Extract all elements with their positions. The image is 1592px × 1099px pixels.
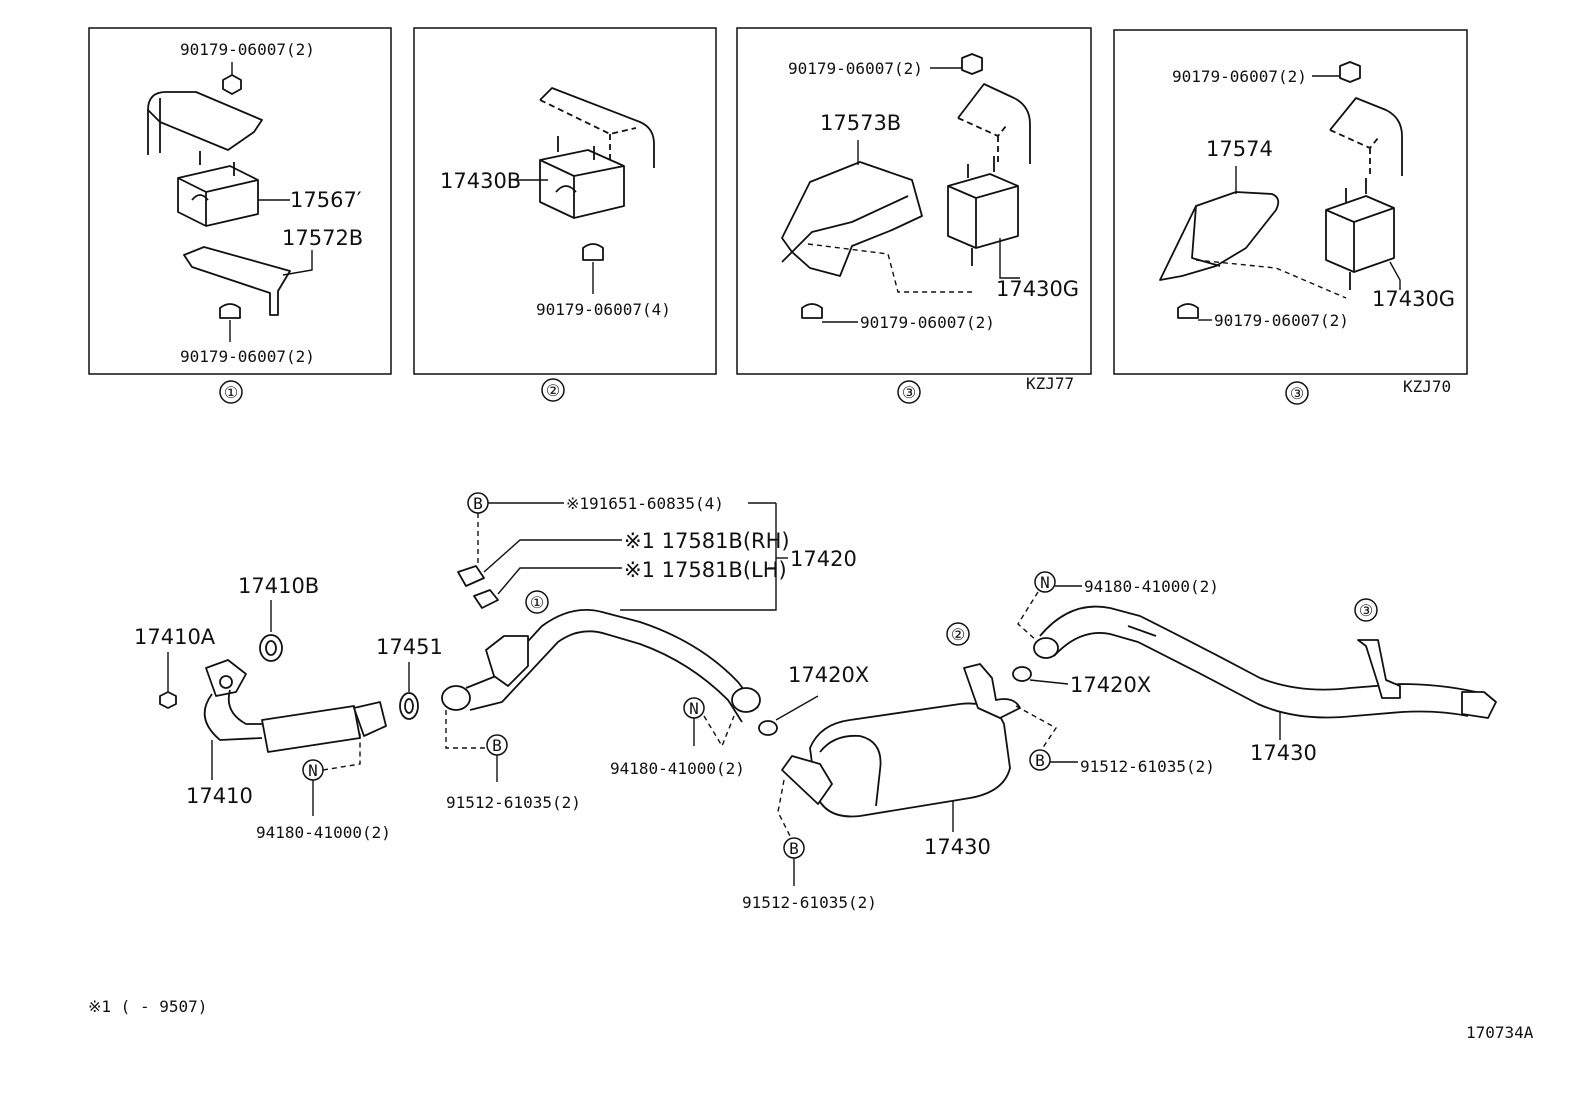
gasket-ring-icon	[758, 720, 778, 736]
exhaust-pipe-label: 17410	[186, 784, 253, 808]
panel-2-mount-label: 17430B	[440, 169, 521, 193]
nut-right-label: 94180-41000(2)	[1084, 577, 1219, 596]
flex-pipe	[261, 705, 361, 753]
sensor-rh-label: ※1 17581B(RH)	[624, 529, 790, 553]
muffler	[809, 702, 1011, 818]
bolt-front-label: 91512-61035(2)	[446, 793, 581, 812]
hex-nut-icon	[961, 53, 983, 75]
panel-2-nut-bottom-label: 90179-06007(4)	[536, 300, 671, 319]
footnote: ※1 ( - 9507)	[88, 997, 207, 1016]
panel-3b-variant-label: KZJ70	[1403, 377, 1451, 396]
panel-3b-index-marker: ③	[1290, 384, 1304, 403]
pipe-flange	[205, 659, 247, 697]
front-pipe-inlet	[441, 685, 471, 711]
panel-3a-index-marker: ③	[902, 383, 916, 402]
heat-shield-bracket	[1159, 191, 1280, 281]
gasket-center-label: 17420X	[788, 663, 869, 687]
engine-mount	[1325, 195, 1395, 273]
panel-3b-bracket-label: 17574	[1206, 137, 1273, 161]
nut-symbol-icon: N	[1040, 573, 1050, 592]
heat-shield-bracket	[781, 161, 923, 277]
tail-pipe-tip	[1461, 691, 1497, 719]
muffler-label: 17430	[924, 835, 991, 859]
panel-3a-variant-label: KZJ77	[1026, 374, 1074, 393]
hex-nut-icon	[1339, 61, 1361, 83]
hex-nut-icon	[222, 74, 242, 95]
nut-symbol-icon: N	[308, 761, 318, 780]
stud-17410a-label: 17410A	[134, 625, 216, 649]
panel-3-kzj70: 90179-06007(2) 17574 17430G 90179-06007(…	[1113, 29, 1468, 405]
panel-1-mount-label: 17567′	[290, 188, 362, 212]
panel-3a-nut-bottom-label: 90179-06007(2)	[860, 313, 995, 332]
bolt-muffler-left-label: 91512-61035(2)	[742, 893, 877, 912]
flange-nut-icon	[1177, 303, 1199, 319]
panel-3a-bracket-label: 17573B	[820, 111, 901, 135]
bolt-muffler-right-label: 91512-61035(2)	[1080, 757, 1215, 776]
panel-1: 90179-06007(2) 17567′ 17572B 90179-06007…	[88, 27, 392, 404]
frame-bracket	[539, 87, 655, 168]
oxygen-sensor-rh	[457, 565, 485, 587]
panel-3b-nut-top-label: 90179-06007(2)	[1172, 67, 1307, 86]
gasket-ring-icon	[259, 634, 283, 662]
engine-mount	[947, 173, 1019, 249]
gasket-17410b-label: 17410B	[238, 574, 319, 598]
muffler-hanger	[963, 663, 1021, 719]
nut-center-label: 94180-41000(2)	[610, 759, 745, 778]
pipe-hanger	[485, 635, 529, 687]
sensor-lh-label: ※1 17581B(LH)	[624, 558, 787, 582]
panel-1-bracket-label: 17572B	[282, 226, 363, 250]
gasket-ring-icon	[1012, 666, 1032, 682]
panel-1-nut-bottom-label: 90179-06007(2)	[180, 347, 315, 366]
flange-nut-icon	[219, 303, 241, 319]
lower-bracket	[183, 246, 291, 316]
engine-mount	[177, 165, 259, 227]
panel-1-index-marker: ①	[224, 383, 238, 402]
bolt-symbol-icon: B	[473, 494, 483, 513]
flange-nut-icon	[582, 243, 604, 261]
panel-3a-nut-top-label: 90179-06007(2)	[788, 59, 923, 78]
bolt-symbol-icon: B	[789, 839, 799, 858]
ref-2-marker: ②	[951, 625, 965, 644]
tail-pipe-label: 17430	[1250, 741, 1317, 765]
bolt-symbol-icon: B	[492, 736, 502, 755]
tail-pipe-hanger	[1357, 639, 1401, 699]
diagram-code: 170734A	[1466, 1023, 1534, 1042]
front-pipe-outlet	[731, 687, 761, 713]
panel-1-nut-top-label: 90179-06007(2)	[180, 40, 315, 59]
pipe-end-flange	[353, 701, 387, 737]
panel-3a-mount-label: 17430G	[996, 277, 1079, 301]
front-pipe	[465, 609, 759, 723]
frame-bracket	[1329, 97, 1403, 176]
frame-bracket	[957, 83, 1031, 164]
gasket-right-label: 17420X	[1070, 673, 1151, 697]
tail-pipe	[1039, 605, 1477, 719]
panel-3-kzj77: 90179-06007(2) 17573B 17430G 90179-06007…	[736, 27, 1092, 404]
tail-pipe-inlet	[1033, 637, 1059, 659]
gasket-17451-label: 17451	[376, 635, 443, 659]
ref-1-marker: ①	[530, 593, 544, 612]
engine-mount	[539, 149, 625, 219]
panel-3b-nut-bottom-label: 90179-06007(2)	[1214, 311, 1349, 330]
stud-bolt-icon	[159, 691, 177, 709]
panel-2: 17430B 90179-06007(4) ②	[413, 27, 717, 402]
panel-2-index-marker: ②	[546, 381, 560, 400]
oxygen-sensor-lh	[473, 589, 499, 609]
nut-left-label: 94180-41000(2)	[256, 823, 391, 842]
main-assembly: B ※191651-60835(4) ※1 17581B(RH) ※1 1758…	[134, 492, 1497, 912]
muffler-inlet-pipe	[781, 755, 833, 805]
flange-nut-icon	[801, 303, 823, 319]
front-pipe-assy-label: 17420	[790, 547, 857, 571]
panel-3b-mount-label: 17430G	[1372, 287, 1455, 311]
frame-bracket	[147, 91, 263, 151]
gasket-ring-icon	[399, 692, 419, 720]
bolt-kit-label: ※191651-60835(4)	[566, 494, 724, 513]
ref-3-marker: ③	[1359, 601, 1373, 620]
nut-symbol-icon: N	[689, 699, 699, 718]
bolt-symbol-icon: B	[1035, 751, 1045, 770]
